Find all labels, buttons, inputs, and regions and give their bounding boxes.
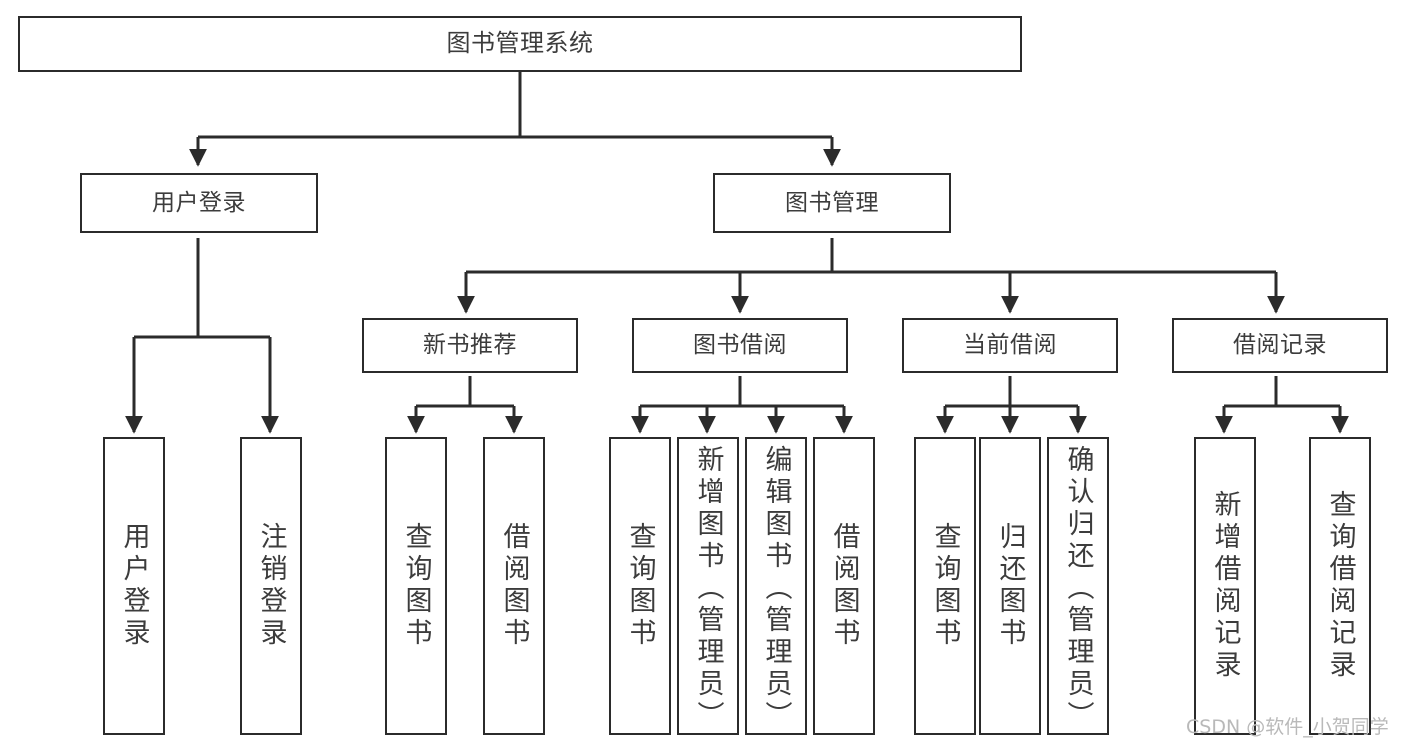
node-book-management[interactable]: 图书管理 xyxy=(713,173,951,233)
node-label: 新书推荐 xyxy=(423,332,517,359)
node-label: 图书管理 xyxy=(785,189,879,216)
leaf-return-book[interactable]: 归还图书 xyxy=(979,437,1041,735)
node-label: 借阅图书 xyxy=(828,522,860,650)
node-label: 新增借阅记录 xyxy=(1209,490,1241,682)
node-label: 新增图书（管理员） xyxy=(692,445,724,733)
leaf-query-book-current[interactable]: 查询图书 xyxy=(914,437,976,735)
leaf-edit-book-admin[interactable]: 编辑图书（管理员） xyxy=(745,437,807,735)
node-label: 借阅记录 xyxy=(1233,332,1327,359)
node-label: 图书管理系统 xyxy=(446,29,594,58)
node-label: 用户登录 xyxy=(152,189,246,216)
leaf-query-book-recommend[interactable]: 查询图书 xyxy=(385,437,447,735)
node-label: 查询借阅记录 xyxy=(1324,490,1356,682)
leaf-user-login[interactable]: 用户登录 xyxy=(103,437,165,735)
node-root-system[interactable]: 图书管理系统 xyxy=(18,16,1022,72)
leaf-query-borrow-record[interactable]: 查询借阅记录 xyxy=(1309,437,1371,735)
node-label: 当前借阅 xyxy=(963,332,1057,359)
node-label: 归还图书 xyxy=(994,522,1026,650)
node-label: 编辑图书（管理员） xyxy=(760,445,792,733)
node-label: 注销登录 xyxy=(255,522,287,650)
leaf-confirm-return-admin[interactable]: 确认归还（管理员） xyxy=(1047,437,1109,735)
leaf-user-logout[interactable]: 注销登录 xyxy=(240,437,302,735)
node-borrow-record[interactable]: 借阅记录 xyxy=(1172,318,1388,373)
node-book-borrow[interactable]: 图书借阅 xyxy=(632,318,848,373)
node-label: 用户登录 xyxy=(118,522,150,650)
node-label: 查询图书 xyxy=(624,522,656,650)
node-label: 查询图书 xyxy=(400,522,432,650)
leaf-borrow-book[interactable]: 借阅图书 xyxy=(813,437,875,735)
node-new-book-recommend[interactable]: 新书推荐 xyxy=(362,318,578,373)
node-user-login[interactable]: 用户登录 xyxy=(80,173,318,233)
node-label: 图书借阅 xyxy=(693,332,787,359)
leaf-add-book-admin[interactable]: 新增图书（管理员） xyxy=(677,437,739,735)
leaf-borrow-book-recommend[interactable]: 借阅图书 xyxy=(483,437,545,735)
node-label: 查询图书 xyxy=(929,522,961,650)
watermark: CSDN @软件_小贺同学 xyxy=(1186,716,1389,738)
leaf-add-borrow-record[interactable]: 新增借阅记录 xyxy=(1194,437,1256,735)
leaf-query-book-borrow[interactable]: 查询图书 xyxy=(609,437,671,735)
node-current-borrow[interactable]: 当前借阅 xyxy=(902,318,1118,373)
node-label: 确认归还（管理员） xyxy=(1062,445,1094,733)
node-label: 借阅图书 xyxy=(498,522,530,650)
